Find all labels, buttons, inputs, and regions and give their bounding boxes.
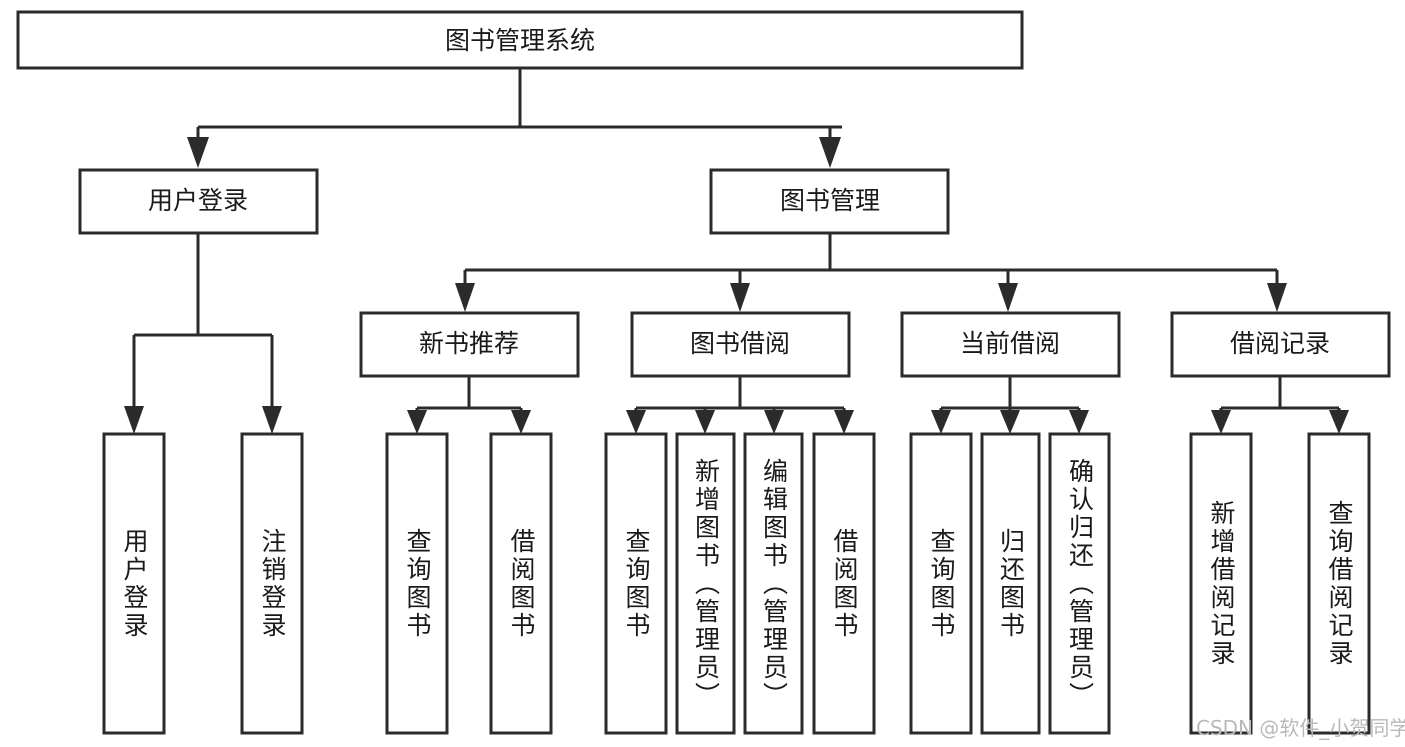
leaf-box-user-login-2[interactable] (240, 432, 304, 735)
node-current-borrow-box (900, 311, 1121, 378)
node-book-management-box (709, 168, 950, 235)
node-book-borrow-label: 图书借阅 (690, 329, 790, 358)
leaf-boxes-user-login (102, 432, 304, 735)
node-borrow-record[interactable]: 借阅记录 (1170, 311, 1391, 378)
arrowhead-bookmgmt-record (1267, 283, 1287, 312)
leaf-boxes-borrow-record (1189, 432, 1371, 735)
arrowhead-currentborrow-leaf-1 (931, 410, 951, 434)
connector-group-root (187, 67, 842, 168)
leaf-box-new-book-2[interactable] (489, 432, 553, 735)
node-root-system-label: 图书管理系统 (445, 26, 595, 55)
leaf-box-book-borrow-3[interactable] (743, 432, 804, 735)
node-user-login[interactable]: 用户登录 (78, 168, 319, 235)
node-new-book-recommend-box (359, 311, 580, 378)
arrowhead-currentborrow-leaf-3 (1069, 410, 1089, 434)
connector-group-borrow-record (1211, 376, 1349, 434)
leaf-box-current-borrow-3[interactable] (1048, 432, 1111, 735)
arrowhead-root-to-bookmgmt (819, 137, 841, 168)
arrowhead-newbook-leaf-1 (407, 410, 427, 434)
leaf-box-new-book-1[interactable] (385, 432, 449, 735)
node-new-book-recommend[interactable]: 新书推荐 (359, 311, 580, 378)
connector-group-book-management (455, 233, 1287, 312)
node-book-management[interactable]: 图书管理 (709, 168, 950, 235)
leaf-box-book-borrow-2[interactable] (675, 432, 736, 735)
arrowhead-bookborrow-leaf-3 (764, 410, 784, 434)
arrowhead-root-to-user (187, 137, 209, 168)
leaf-boxes-book-borrow (604, 432, 876, 735)
arrowhead-newbook-leaf-2 (511, 410, 531, 434)
node-book-management-label: 图书管理 (780, 186, 880, 215)
node-borrow-record-label: 借阅记录 (1230, 329, 1330, 358)
node-book-borrow-box (630, 311, 851, 378)
leaf-boxes-current-borrow (909, 432, 1111, 735)
leaf-box-current-borrow-1[interactable] (909, 432, 973, 735)
arrowhead-bookborrow-leaf-2 (695, 410, 715, 434)
node-user-login-box (78, 168, 319, 235)
arrowhead-bookmgmt-current (998, 283, 1018, 312)
arrowhead-bookmgmt-borrow (730, 283, 750, 312)
node-current-borrow-label: 当前借阅 (960, 329, 1060, 358)
leaf-box-borrow-record-2[interactable] (1307, 432, 1371, 735)
arrowhead-bookmgmt-new-book (455, 283, 475, 312)
arrowhead-bookborrow-leaf-4 (834, 410, 854, 434)
arrowhead-userlogin-leaf-2 (262, 406, 282, 434)
connector-group-user-login (124, 233, 282, 434)
node-new-book-recommend-label: 新书推荐 (419, 329, 519, 358)
leaf-box-user-login-1[interactable] (102, 432, 166, 735)
node-root-system-box (16, 10, 1024, 70)
arrowhead-borrowrecord-leaf-2 (1329, 410, 1349, 434)
node-user-login-label: 用户登录 (148, 186, 248, 215)
node-root-system[interactable]: 图书管理系统 (16, 10, 1024, 70)
leaf-box-current-borrow-2[interactable] (980, 432, 1041, 735)
node-borrow-record-box (1170, 311, 1391, 378)
leaf-box-book-borrow-4[interactable] (812, 432, 876, 735)
arrowhead-bookborrow-leaf-1 (626, 410, 646, 434)
connector-group-new-book (407, 376, 531, 434)
leaf-box-book-borrow-1[interactable] (604, 432, 668, 735)
connector-group-current-borrow (931, 376, 1089, 434)
arrowhead-currentborrow-leaf-2 (1000, 410, 1020, 434)
node-current-borrow[interactable]: 当前借阅 (900, 311, 1121, 378)
leaf-boxes-new-book-recommend (385, 432, 553, 735)
arrowhead-userlogin-leaf-1 (124, 406, 144, 434)
leaf-box-borrow-record-1[interactable] (1189, 432, 1253, 735)
arrowhead-borrowrecord-leaf-1 (1211, 410, 1231, 434)
node-book-borrow[interactable]: 图书借阅 (630, 311, 851, 378)
connector-group-book-borrow (626, 376, 854, 434)
